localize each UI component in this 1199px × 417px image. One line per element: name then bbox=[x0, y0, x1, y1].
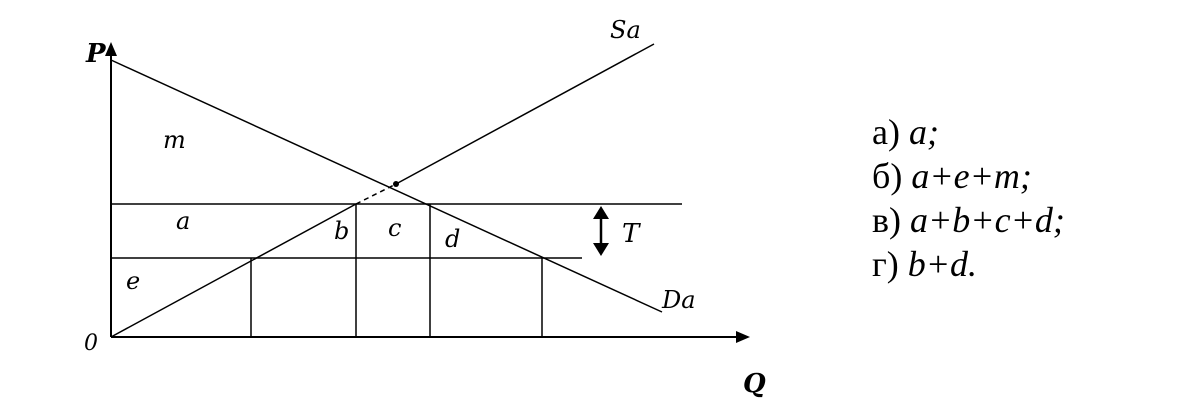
quantity-axis-arrow bbox=[736, 331, 750, 343]
supply-curve-label: Sa bbox=[610, 16, 641, 44]
demand-curve bbox=[110, 59, 663, 313]
answer-marker: б) bbox=[872, 156, 912, 196]
answer-expression: a; bbox=[908, 112, 939, 152]
supply-curve-solid-lower bbox=[110, 203, 357, 338]
answer-option-b: б) a+e+m; bbox=[872, 154, 1065, 198]
area-label-m: m bbox=[163, 126, 186, 154]
answer-option-d: г) b+d. bbox=[872, 242, 1065, 286]
demand-curve-label: Da bbox=[661, 286, 696, 314]
area-label-c: c bbox=[388, 214, 401, 242]
origin-label: 0 bbox=[84, 331, 98, 356]
area-label-b: b bbox=[334, 217, 349, 245]
answer-option-c: в) a+b+c+d; bbox=[872, 198, 1065, 242]
supply-curve-solid-upper bbox=[395, 43, 655, 185]
area-label-a: a bbox=[176, 207, 190, 235]
answer-expression: a+b+c+d; bbox=[910, 200, 1065, 240]
tax-label: T bbox=[622, 219, 641, 249]
answer-expression: a+e+m; bbox=[911, 156, 1032, 196]
area-label-d: d bbox=[445, 225, 460, 253]
answer-marker: г) bbox=[872, 244, 908, 284]
tax-arrow-down bbox=[593, 243, 609, 256]
answer-option-a: а) a; bbox=[872, 110, 1065, 154]
area-label-e: e bbox=[126, 267, 140, 295]
answer-expression: b+d. bbox=[907, 244, 978, 284]
supply-demand-diagram: P Q 0 Sa Da T m a b c d e bbox=[84, 16, 766, 399]
equilibrium-point bbox=[393, 181, 399, 187]
tax-arrow-up bbox=[593, 206, 609, 219]
price-axis-label: P bbox=[85, 39, 107, 69]
quantity-axis-label: Q bbox=[743, 369, 766, 399]
answer-options: а) a; б) a+e+m; в) a+b+c+d; г) b+d. bbox=[872, 110, 1065, 286]
answer-marker: а) bbox=[872, 112, 909, 152]
price-axis-arrow bbox=[105, 42, 117, 56]
answer-marker: в) bbox=[872, 200, 910, 240]
